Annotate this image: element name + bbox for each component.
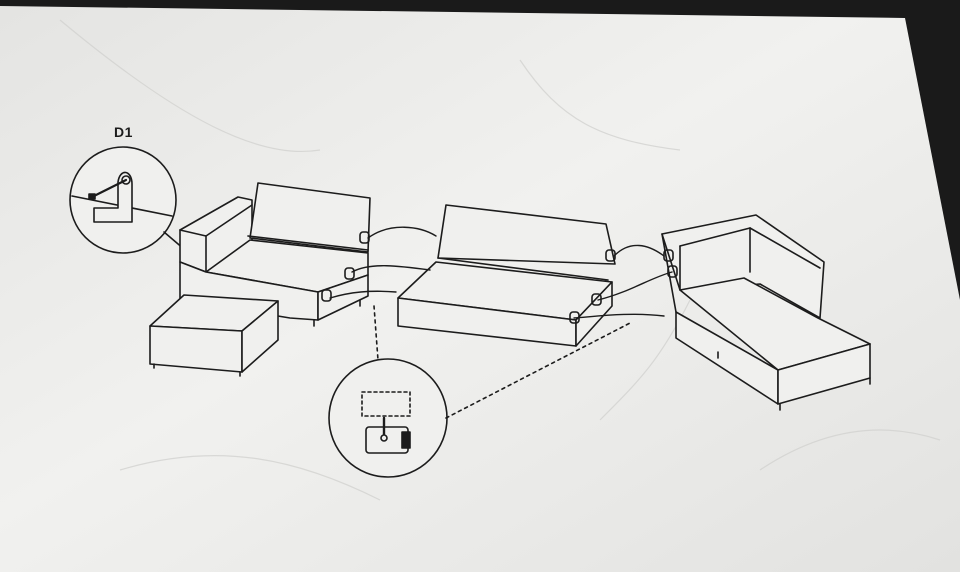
middle-sofa-module bbox=[397, 204, 616, 347]
corner-sofa-module bbox=[661, 214, 871, 411]
connection-paths bbox=[329, 226, 673, 319]
detail-hardware-leader-up bbox=[373, 305, 379, 361]
detail-circle-hardware bbox=[328, 358, 448, 478]
ottoman-module bbox=[149, 294, 279, 377]
detail-circle-d1 bbox=[69, 146, 177, 254]
detail-hardware-leader-right bbox=[445, 321, 633, 419]
detail-callout-label: D1 bbox=[114, 124, 133, 140]
